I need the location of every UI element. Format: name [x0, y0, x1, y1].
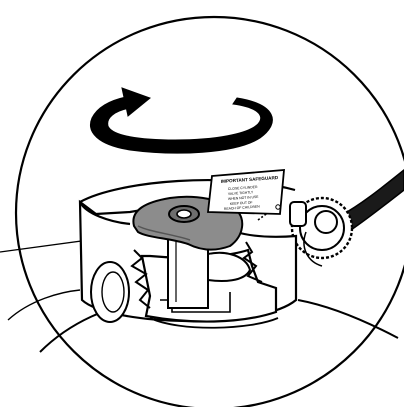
safety-tag: IMPORTANT SAFEGUARD CLOSE CYLINDER VALVE…: [208, 170, 284, 220]
